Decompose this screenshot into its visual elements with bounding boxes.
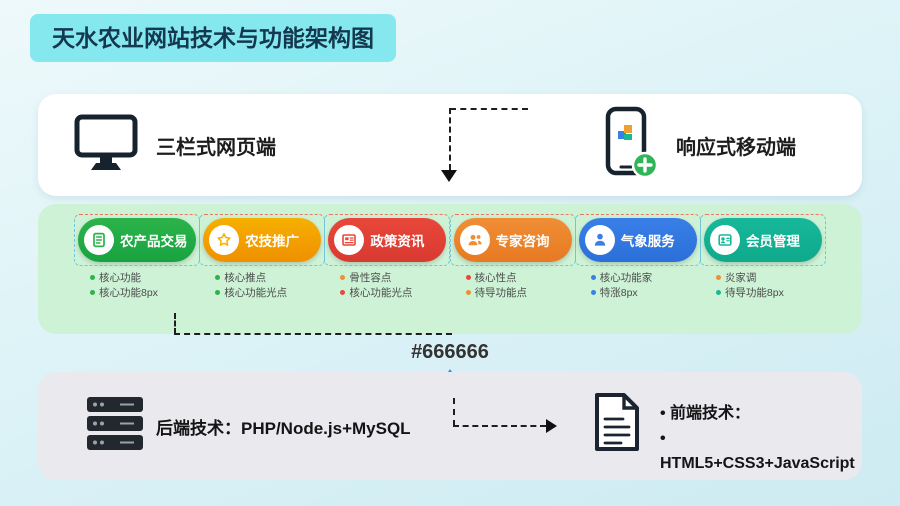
mobile-client-label: 响应式移动端 (676, 136, 796, 159)
clients-card: 三栏式网页端 响应式移动端 (38, 94, 862, 196)
right-arrow-icon (546, 419, 557, 433)
module-bullets: 核心推点 核心功能光点 (203, 271, 321, 301)
module-policy-news: 政策资讯 骨性容点 核心功能光点 (324, 214, 451, 301)
bullet-text: 炎家调 (724, 272, 757, 284)
bullet-dot (90, 275, 95, 280)
tech-card: 后端技术：PHP/Node.js+MySQL • 前端技术： • HTML5+C… (38, 372, 862, 480)
bullet-item: 核心功能8px (90, 286, 196, 301)
document-icon (592, 392, 642, 457)
person-icon (584, 225, 615, 255)
bullet-text: 待导功能点 (474, 287, 528, 299)
monitor-icon (74, 114, 138, 177)
module-agri-trade: 农产品交易 核心功能 核心功能8px (74, 214, 200, 301)
module-pill: 专家咨询 (449, 214, 576, 266)
document-list-icon (84, 225, 114, 255)
bullet-item: 核心功能光点 (340, 286, 446, 301)
module-pill: 政策资讯 (324, 214, 451, 266)
bullet-text: 核心性点 (474, 272, 517, 284)
center-color-label: #666666 (411, 341, 489, 363)
bullet-text: 核心功能家 (599, 272, 653, 284)
bullet-item: 核心性点 (465, 271, 572, 286)
bullet-dot (340, 275, 346, 280)
member-badge-icon (709, 225, 740, 255)
star-icon (209, 225, 240, 255)
server-icon (82, 394, 148, 461)
bullet-text: 待导功能8px (724, 287, 784, 299)
module-pill: 气象服务 (574, 214, 701, 266)
module-pill: 农产品交易 (74, 214, 200, 266)
mobile-client: 响应式移动端 (604, 94, 796, 196)
bullet-item: 核心推点 (215, 271, 321, 286)
bullet-dot (465, 290, 471, 295)
module-member-mgmt: 会员管理 炎家调 待导功能8px (699, 214, 826, 301)
module-label: 政策资讯 (370, 234, 425, 249)
bullet-dot (590, 290, 596, 295)
web-client-label: 三栏式网页端 (156, 136, 276, 159)
bullet-text: 核心功能8px (99, 287, 158, 299)
web-client: 三栏式网页端 (74, 94, 276, 196)
bullet-dot (715, 290, 721, 295)
bullet-item: 待导功能8px (715, 286, 822, 301)
news-icon (334, 225, 365, 255)
backend-tech-label: 后端技术：PHP/Node.js+MySQL (156, 418, 411, 438)
module-agri-tech: 农技推广 核心推点 核心功能光点 (199, 214, 326, 301)
dashed-bracket-v (174, 313, 176, 334)
bullet-text: 骨性容点 (349, 272, 392, 284)
module-weather-service: 气象服务 核心功能家 特涨8px (574, 214, 701, 301)
bullet-item: 核心功能家 (590, 271, 697, 286)
bullet-dot (590, 275, 596, 280)
module-pill: 会员管理 (699, 214, 826, 266)
module-label: 农产品交易 (120, 234, 188, 249)
module-bullets: 核心性点 待导功能点 (454, 271, 572, 301)
bullet-dot (90, 290, 95, 295)
module-bullets: 核心功能 核心功能8px (78, 271, 196, 301)
module-label: 专家咨询 (495, 234, 550, 249)
dashed-connector-bottom-h (453, 425, 546, 427)
experts-icon (459, 225, 490, 255)
bullet-dot (715, 275, 721, 280)
dashed-connector-top-h (450, 108, 528, 110)
bullet-item: 核心功能 (90, 271, 196, 286)
bullet-dot (215, 275, 221, 280)
bullet-dot (465, 275, 471, 280)
bullet-text: 核心功能光点 (349, 287, 413, 299)
dashed-connector-top-v (449, 108, 451, 170)
bullet-dot (215, 290, 221, 295)
page-title: 天水农业网站技术与功能架构图 (30, 14, 396, 62)
bullet-dot (340, 290, 346, 295)
bullet-item: 待导功能点 (465, 286, 572, 301)
frontend-line-2: • HTML5+CSS3+JavaScript (660, 430, 855, 472)
bullet-item: 炎家调 (715, 271, 822, 286)
modules-row: 农产品交易 核心功能 核心功能8px 农技推广 核心推点 核心功能光点 (38, 204, 862, 301)
module-pill: 农技推广 (199, 214, 326, 266)
bullet-text: 核心推点 (224, 272, 267, 284)
bullet-item: 特涨8px (590, 286, 697, 301)
bullet-item: 核心功能光点 (215, 286, 321, 301)
mobile-phone-icon (604, 106, 659, 185)
module-bullets: 炎家调 待导功能8px (704, 271, 822, 301)
module-label: 会员管理 (745, 234, 800, 249)
module-label: 农技推广 (245, 234, 300, 249)
bullet-text: 核心功能 (99, 272, 141, 284)
frontend-tech-label: • 前端技术： • HTML5+CSS3+JavaScript (660, 401, 862, 476)
bullet-item: 骨性容点 (340, 271, 446, 286)
module-label: 气象服务 (620, 234, 675, 249)
dashed-bracket-h (174, 333, 452, 335)
module-bullets: 核心功能家 特涨8px (579, 271, 697, 301)
bullet-text: 核心功能光点 (224, 287, 288, 299)
module-bullets: 骨性容点 核心功能光点 (328, 271, 446, 301)
down-arrow-icon (441, 170, 457, 182)
dashed-connector-bottom-v (453, 398, 455, 426)
bullet-text: 特涨8px (599, 287, 638, 299)
frontend-line-1: • 前端技术： (660, 405, 751, 422)
module-expert-consult: 专家咨询 核心性点 待导功能点 (449, 214, 576, 301)
modules-card: 农产品交易 核心功能 核心功能8px 农技推广 核心推点 核心功能光点 (38, 204, 862, 334)
